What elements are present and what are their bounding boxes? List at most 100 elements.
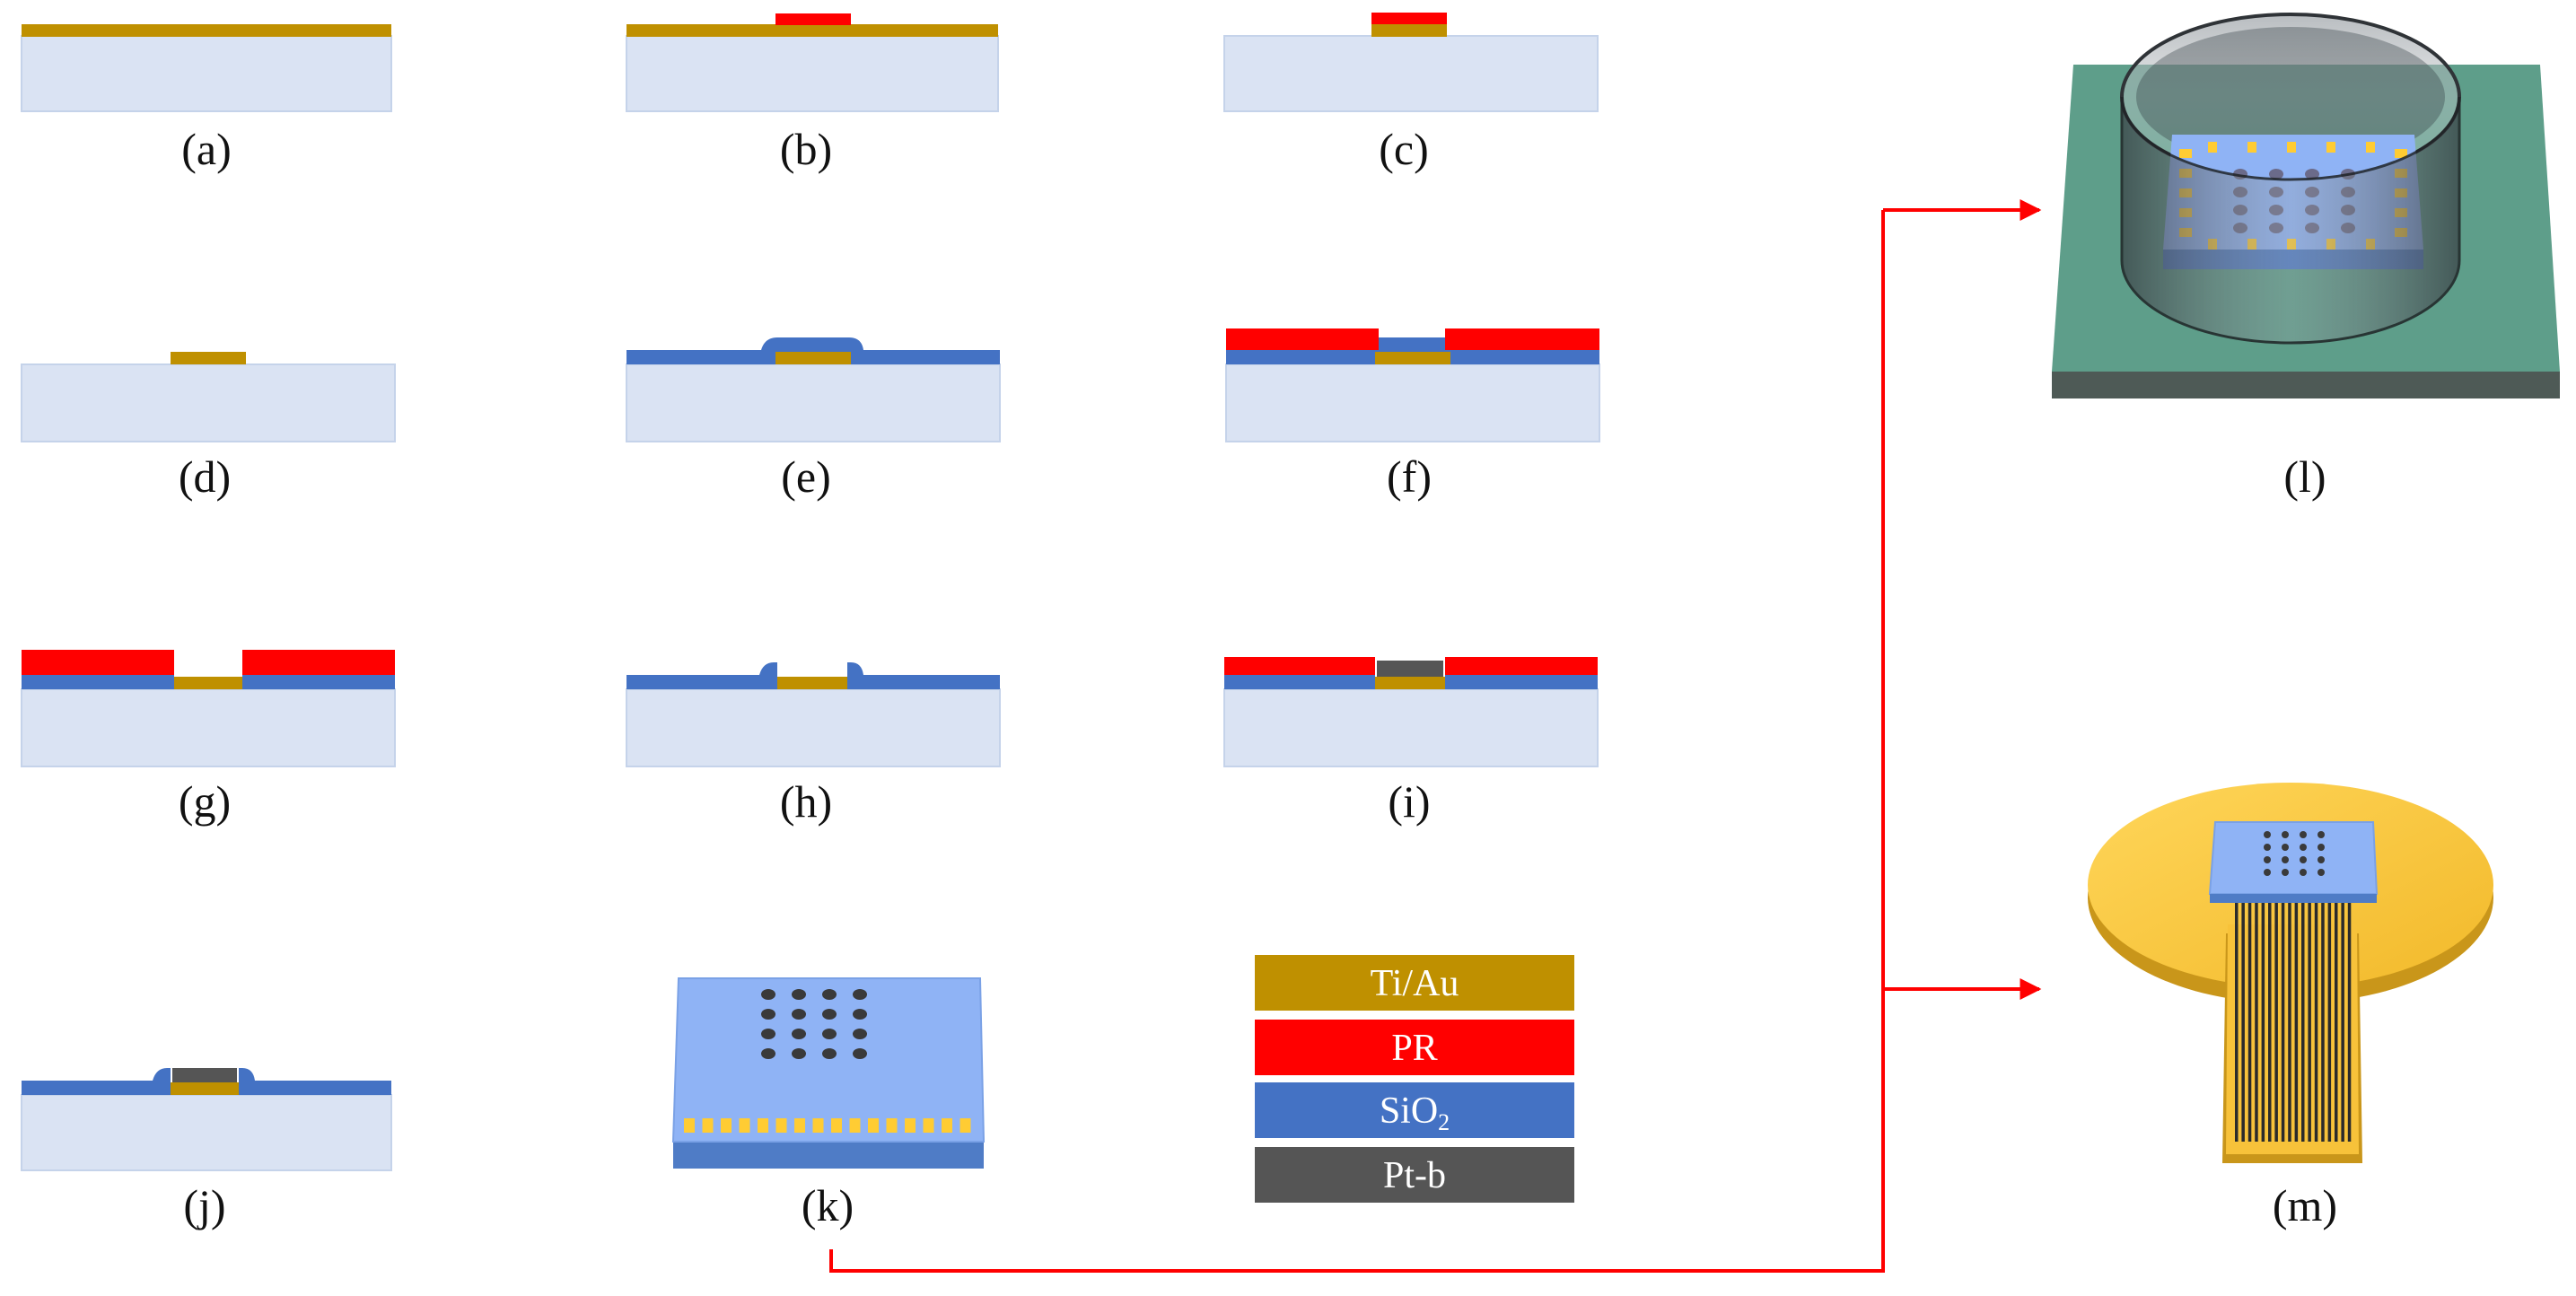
step-a-label: (a) <box>181 124 232 174</box>
electrode-dot <box>2264 831 2271 838</box>
electrode-dot <box>2264 856 2271 863</box>
contact-pad <box>2179 149 2192 158</box>
ti-au-pattern <box>1371 24 1447 37</box>
electrode-dot <box>853 989 867 1000</box>
legend-ti-au: Ti/Au <box>1255 955 1574 1011</box>
electrode-dot <box>2269 169 2283 180</box>
trace-line <box>2261 898 2265 1142</box>
step-l-packaged-mea <box>2052 13 2560 398</box>
contact-pad <box>831 1118 842 1133</box>
contact-pad <box>2395 149 2407 158</box>
step-k-mea-chip <box>671 977 986 1169</box>
contact-pad <box>758 1118 768 1133</box>
pcb-side <box>2052 372 2560 398</box>
sio2-layer <box>22 662 395 689</box>
contact-pad <box>923 1118 934 1133</box>
contact-pad <box>868 1118 879 1133</box>
electrode-dot <box>792 989 806 1000</box>
trace-line <box>2268 898 2272 1142</box>
trace-line <box>2294 898 2299 1142</box>
electrode-dot <box>2282 856 2289 863</box>
material-legend: Ti/Au PR SiO2 Pt-b <box>1255 955 1574 1203</box>
electrode-dot <box>761 1048 775 1059</box>
legend-sio2: SiO2 <box>1255 1082 1574 1138</box>
photoresist-right <box>1445 657 1598 675</box>
step-c-cross-section <box>1223 13 1599 112</box>
contact-pad <box>702 1118 714 1133</box>
substrate <box>21 688 396 767</box>
contact-pad <box>2208 142 2217 153</box>
trace-line <box>2301 898 2305 1142</box>
sio2-layer <box>22 1068 391 1095</box>
ti-au-pattern <box>775 352 851 364</box>
electrode-dot <box>2318 844 2325 851</box>
photoresist-right <box>242 650 395 675</box>
electrode-dot <box>822 1029 837 1039</box>
substrate <box>1223 35 1599 112</box>
step-g-cross-section <box>21 650 396 767</box>
electrode-dot <box>853 1029 867 1039</box>
chip-side <box>673 1142 984 1169</box>
chip-top <box>2208 821 2379 895</box>
svg-text:SiO2: SiO2 <box>1380 1090 1450 1135</box>
svg-text:Ti/Au: Ti/Au <box>1371 963 1459 1004</box>
electrode-dot <box>761 989 775 1000</box>
ti-au-pattern <box>777 677 847 689</box>
electrode-dot <box>2300 856 2307 863</box>
contact-pad <box>2247 142 2256 153</box>
step-f-cross-section <box>1225 328 1600 442</box>
arrow-k-connector <box>829 210 1885 1273</box>
flow-arrows <box>829 199 2042 1273</box>
platinum-black-deposit <box>1377 661 1443 677</box>
electrode-dot-array <box>2264 831 2325 876</box>
step-h-cross-section <box>626 662 1001 767</box>
electrode-dot <box>792 1029 806 1039</box>
ti-au-layer <box>22 24 391 37</box>
step-e-cross-section <box>626 337 1001 442</box>
platinum-black-deposit <box>172 1068 237 1082</box>
trace-line <box>2321 898 2325 1142</box>
photoresist-left <box>1224 657 1375 675</box>
photoresist-left <box>1226 328 1379 350</box>
step-d-cross-section <box>21 352 396 442</box>
electrode-dot-array <box>761 989 867 1059</box>
electrode-dot <box>853 1009 867 1020</box>
legend-pt-b: Pt-b <box>1255 1147 1574 1203</box>
photoresist-block <box>1371 13 1447 24</box>
contact-pad <box>2287 142 2296 153</box>
electrode-dot <box>761 1029 775 1039</box>
contact-pad <box>905 1118 916 1133</box>
trace-line <box>2274 898 2278 1142</box>
sio2-layer <box>626 662 1000 689</box>
contact-pad <box>775 1118 787 1133</box>
step-g-label: (g) <box>179 776 231 827</box>
electrode-dot <box>2305 169 2319 180</box>
ti-au-pattern <box>171 352 246 364</box>
step-l-label: (l) <box>2283 451 2326 502</box>
sio2-layer <box>1224 662 1598 689</box>
substrate <box>1225 363 1600 442</box>
ti-au-pattern <box>1375 352 1450 364</box>
trace-line <box>2335 898 2338 1142</box>
electrode-dot <box>2300 844 2307 851</box>
substrate <box>626 35 999 112</box>
step-i-label: (i) <box>1388 776 1430 827</box>
svg-text:PR: PR <box>1391 1028 1437 1069</box>
contact-pad <box>942 1118 952 1133</box>
contact-pad <box>849 1118 861 1133</box>
electrode-dot <box>792 1009 806 1020</box>
chip-top <box>671 977 986 1143</box>
culture-ring-inner <box>2136 27 2445 167</box>
electrode-dot <box>792 1048 806 1059</box>
electrode-dot <box>822 989 837 1000</box>
chip-side <box>2210 894 2377 903</box>
electrode-dot <box>2300 831 2307 838</box>
substrate <box>626 688 1001 767</box>
trace-line <box>2341 898 2344 1142</box>
trace-lines <box>2235 898 2352 1142</box>
step-b-label: (b) <box>780 124 832 174</box>
ti-au-pattern <box>171 1082 239 1095</box>
step-k-label: (k) <box>802 1180 854 1230</box>
sio2-layer <box>626 337 1000 364</box>
contact-pad <box>721 1118 732 1133</box>
